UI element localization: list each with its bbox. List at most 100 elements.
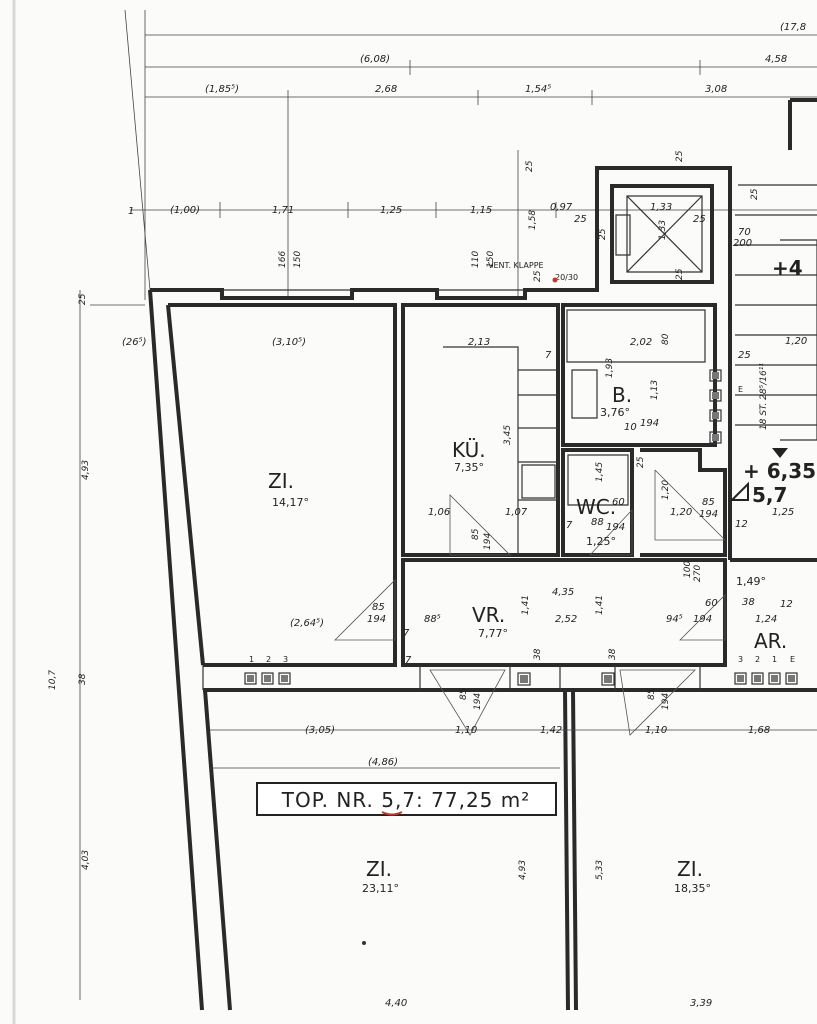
dim-d2: 4,58 (765, 54, 787, 65)
vent-marker (552, 277, 558, 283)
dim-a13: 1,06 (428, 507, 450, 518)
room-zi-left-area: 14,17° (272, 496, 309, 509)
room-kueche-area: 7,35° (454, 461, 484, 474)
walls (148, 98, 817, 1011)
room-bad-area: 3,76° (600, 406, 630, 419)
dim-a25: 1,25 (772, 507, 794, 518)
lower-dimension-labels: (3,05) 1,10 1,42 1,10 1,68 (4,86) 4,93 5… (210, 688, 817, 1009)
dim-a51: 2 (266, 655, 271, 664)
dim-total: (17,8 (780, 22, 806, 33)
stair-level-1: + 6,35 (743, 459, 816, 483)
dim-a3: 2,13 (468, 337, 490, 348)
dim-b7: 4,93 (518, 860, 528, 880)
room-vorraum-area: 7,77° (478, 627, 508, 640)
room-zi-bottom-right-area: 18,35° (674, 882, 711, 895)
dim-d17: 25 (693, 214, 706, 225)
stair-level-top: +4 (772, 256, 803, 280)
dim-b14: 194 (661, 693, 671, 710)
red-underline-mark (381, 811, 403, 816)
dim-a46: 7 (545, 350, 552, 361)
dim-a32: 85 (372, 602, 385, 613)
room-wc-area: 1,25° (586, 535, 616, 548)
dim-b5: 1,68 (748, 725, 770, 736)
dim-a56: 1 (772, 655, 777, 664)
top-dimension-lines (90, 9, 817, 306)
dim-a28: 270 (693, 565, 703, 582)
dim-d23: 110 (471, 251, 481, 268)
dim-a15: 85 (471, 528, 481, 540)
dim-top-25b: 25 (525, 160, 535, 172)
room-bad-name: B. (612, 383, 632, 407)
dim-a9: 10 (624, 422, 637, 433)
dim-d26: 1 (128, 206, 134, 217)
dim-a29: 2,52 (555, 614, 577, 625)
dim-d15: 1,33 (650, 202, 672, 213)
dim-a7: 3,45 (503, 425, 513, 445)
dim-b3: 1,42 (540, 725, 562, 736)
dim-a42: 38 (608, 648, 618, 660)
dim-b12: 194 (473, 693, 483, 710)
dim-a52: 3 (283, 655, 288, 664)
dim-a16: 194 (483, 533, 493, 550)
dim-d21: 166 (278, 251, 288, 268)
dim-d11: 1,58 (528, 210, 538, 230)
dim-a27: 100 (683, 561, 693, 578)
dim-a38: 60 (705, 598, 718, 609)
inner-dimension-labels: (3,10⁵) (26⁵) 2,13 2,02 80 1,93 3,45 1,1… (122, 333, 807, 666)
dim-a26: 4,35 (552, 587, 574, 598)
dim-a35: (2,64⁵) (290, 618, 324, 629)
dim-b13: 85 (647, 688, 657, 700)
stair-steps: 18 ST. 28⁵/16¹¹ (759, 363, 769, 430)
dim-a33: 194 (367, 614, 386, 625)
dim-b4: 1,10 (645, 725, 667, 736)
dim-a2: (26⁵) (122, 337, 147, 348)
room-kueche-name: KÜ. (452, 438, 486, 462)
dim-a48: 7 (566, 520, 573, 531)
room-zi-bottom-left-area: 23,11° (362, 882, 399, 895)
dim-a24: 12 (735, 519, 748, 530)
dim-b6: (4,86) (368, 757, 398, 768)
dim-l2: 4,93 (81, 460, 91, 480)
dim-a54: 3 (738, 655, 743, 664)
left-dimension-labels: 25 4,93 38 10,7 4,03 (48, 290, 91, 1000)
dim-a22: 85 (702, 497, 715, 508)
dim-b9: 4,40 (385, 998, 407, 1009)
dim-d16: 1,33 (658, 220, 668, 240)
dim-a45: 25 (738, 350, 751, 361)
dim-d7: (1,00) (170, 205, 200, 216)
dim-d8: 1,71 (272, 205, 294, 216)
top-dimension-labels: (17,8 (6,08) 4,58 (1,85⁵) 2,68 1,54⁵ 3,0… (128, 22, 806, 282)
room-zi-bottom-right-name: ZI. (677, 857, 703, 881)
dim-b2: 1,10 (455, 725, 477, 736)
dim-d10: 1,15 (470, 205, 492, 216)
dim-a49: 7 (405, 655, 412, 666)
dim-a39: 38 (742, 597, 755, 608)
dim-l4: 10,7 (48, 670, 58, 690)
dim-d25: 25 (533, 270, 543, 282)
unit-title-text: TOP. NR. 5,7: 77,25 m² (281, 788, 531, 812)
stair-labels: +4 18 ST. 28⁵/16¹¹ + 6,35 5,7 (729, 256, 816, 507)
dim-a20: 1,20 (661, 480, 671, 500)
dim-a1: (3,10⁵) (272, 337, 306, 348)
dim-d14: 25 (598, 228, 608, 240)
dim-d6: 3,08 (705, 84, 727, 95)
dim-d20: 200 (733, 238, 752, 249)
dim-a41: 38 (533, 648, 543, 660)
dim-b1: (3,05) (305, 725, 335, 736)
dim-b10: 3,39 (690, 998, 712, 1009)
level-triangle-icon (729, 481, 749, 501)
dim-l1: 25 (78, 293, 88, 305)
dim-a23: 194 (699, 509, 718, 520)
dim-l3: 38 (78, 673, 88, 685)
dim-a8: 1,13 (650, 380, 660, 400)
vent-label: VENT. KLAPPE (488, 261, 544, 270)
dim-d12: 0,97 (550, 202, 573, 213)
dim-a36: 94⁵ (666, 614, 683, 625)
dim-d18: 25 (675, 268, 685, 280)
room-wc-name: WC. (576, 495, 616, 519)
dim-a55: 2 (755, 655, 760, 664)
door-swings (334, 469, 726, 736)
dim-a4: 2,02 (630, 337, 652, 348)
